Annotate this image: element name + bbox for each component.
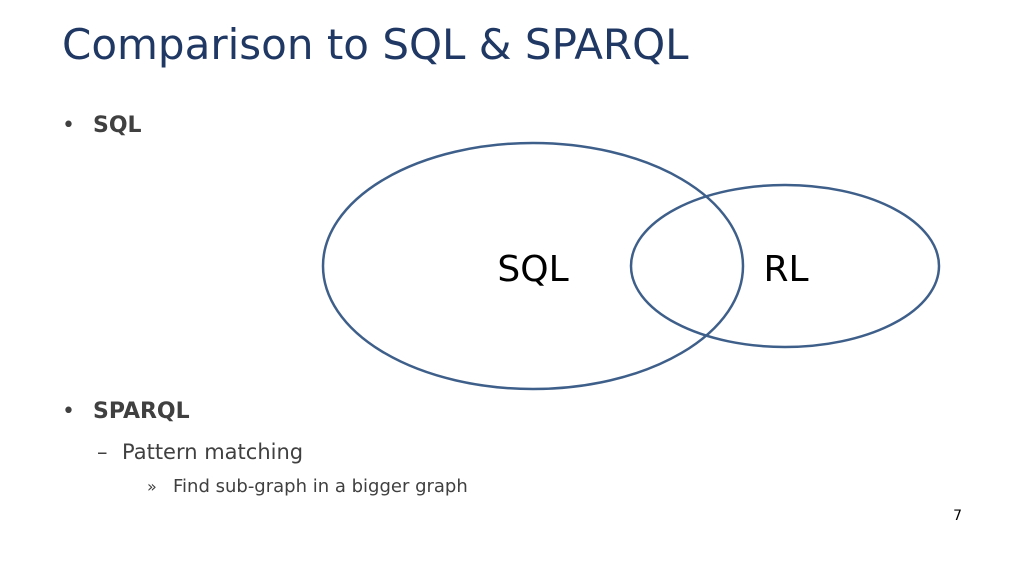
venn-label-rl: RL [763,249,808,290]
bullet-marker: – [97,440,108,464]
bullet-marker: • [62,399,75,424]
bullet-find-subgraph: » Find sub-graph in a bigger graph [147,476,468,497]
bullet-text: SQL [93,113,142,138]
bullet-sparql: • SPARQL [62,399,190,424]
bullet-marker: • [62,113,75,138]
bullet-pattern-matching: –Pattern matching [97,440,303,464]
venn-circle-rl [629,183,941,349]
venn-circle-sql [321,141,745,391]
page-number: 7 [953,508,962,524]
bullet-text: Pattern matching [122,440,304,464]
bullet-text: SPARQL [93,399,190,424]
bullet-text: Find sub-graph in a bigger graph [173,476,468,497]
venn-label-sql: SQL [497,249,568,290]
bullet-sql: • SQL [62,113,142,138]
slide-title: Comparison to SQL & SPARQL [62,20,689,69]
bullet-marker: » [147,477,157,496]
